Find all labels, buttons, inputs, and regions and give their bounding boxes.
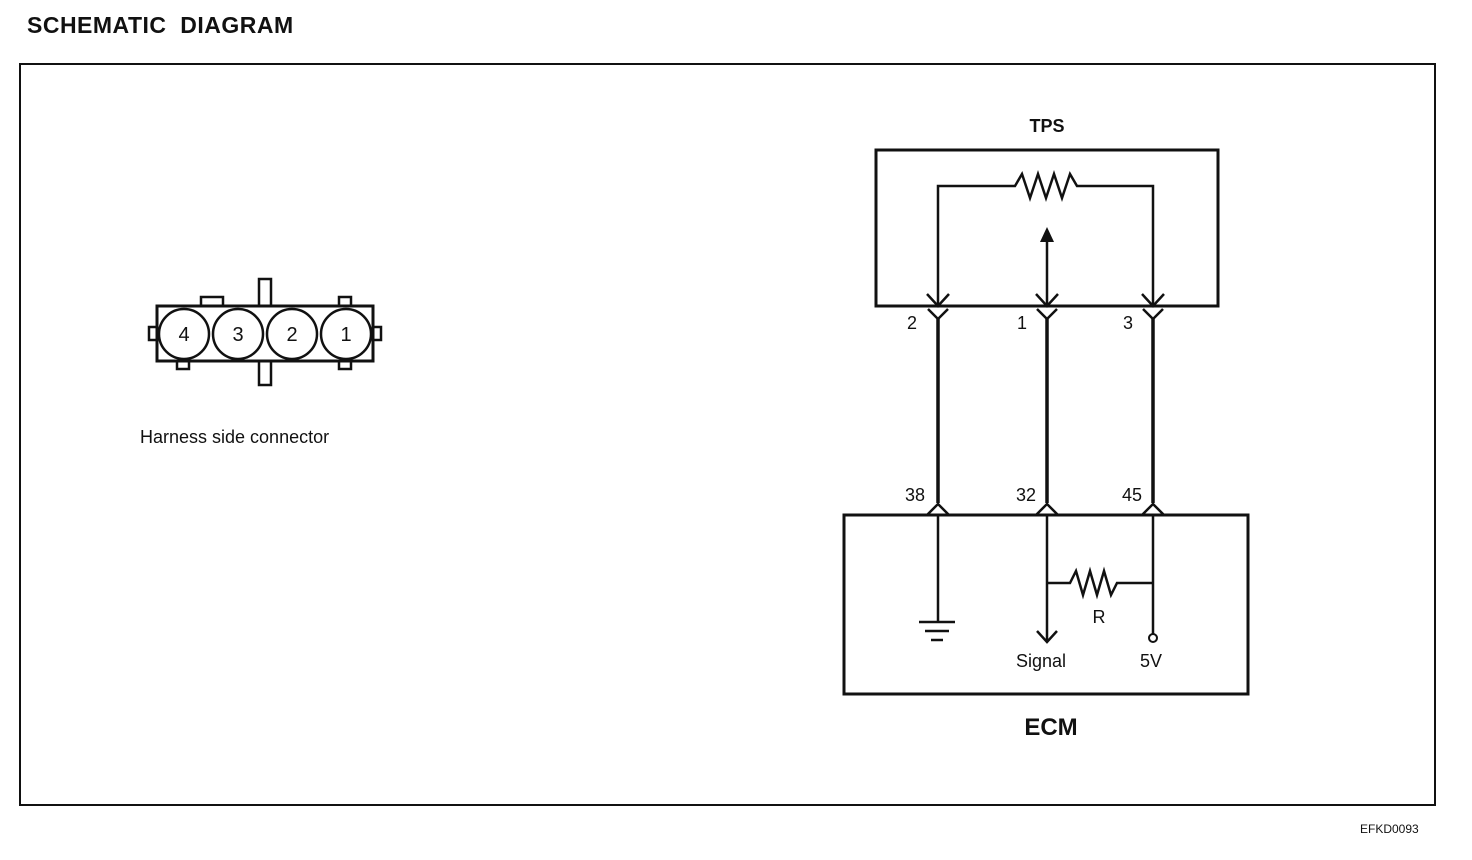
tps-pin-label: 1 xyxy=(1017,313,1027,333)
ecm-terminal-markers xyxy=(926,502,1165,516)
connector-pin-4 xyxy=(157,307,211,361)
connector-lock-tab-top xyxy=(257,277,273,309)
connector-pin-3 xyxy=(211,307,265,361)
page-title: SCHEMATIC DIAGRAM xyxy=(27,12,294,38)
connector-pin-label: 3 xyxy=(232,324,243,346)
ecm-pin-label: 38 xyxy=(905,485,925,505)
ecm-internal-circuit xyxy=(936,515,1155,644)
ecm-pin-label: 45 xyxy=(1122,485,1142,505)
supply-terminal-icon xyxy=(1148,633,1158,643)
harness-wires xyxy=(936,319,1155,503)
tps-title: TPS xyxy=(1029,116,1064,136)
figure-code: EFKD0093 xyxy=(1360,822,1419,836)
connector-pin-label: 1 xyxy=(340,324,351,346)
supply-voltage-label: 5V xyxy=(1140,651,1162,671)
connector-pin-2 xyxy=(265,307,319,361)
tps-potentiometer xyxy=(936,170,1155,306)
connector-pin-label: 2 xyxy=(286,324,297,346)
ecm-pullup-resistor xyxy=(1047,566,1153,600)
tps-pin-label: 3 xyxy=(1123,313,1133,333)
connector-lock-tab-bottom xyxy=(257,358,273,387)
harness-connector xyxy=(147,277,383,387)
ground-icon xyxy=(919,620,955,642)
ecm-pin-label: 32 xyxy=(1016,485,1036,505)
tps-internal-wiring xyxy=(936,170,1155,306)
connector-pin-1 xyxy=(319,307,373,361)
tps-wiper-arrow-icon xyxy=(1040,227,1054,242)
resistor-label: R xyxy=(1093,607,1106,627)
connector-pin-label: 4 xyxy=(178,324,189,346)
connector-caption: Harness side connector xyxy=(140,427,329,447)
ecm-signal-arrow-icon xyxy=(1036,630,1058,644)
tps-pin-label: 2 xyxy=(907,313,917,333)
ecm-title: ECM xyxy=(1024,714,1077,741)
signal-label: Signal xyxy=(1016,651,1066,671)
diagram-frame xyxy=(19,63,1436,806)
